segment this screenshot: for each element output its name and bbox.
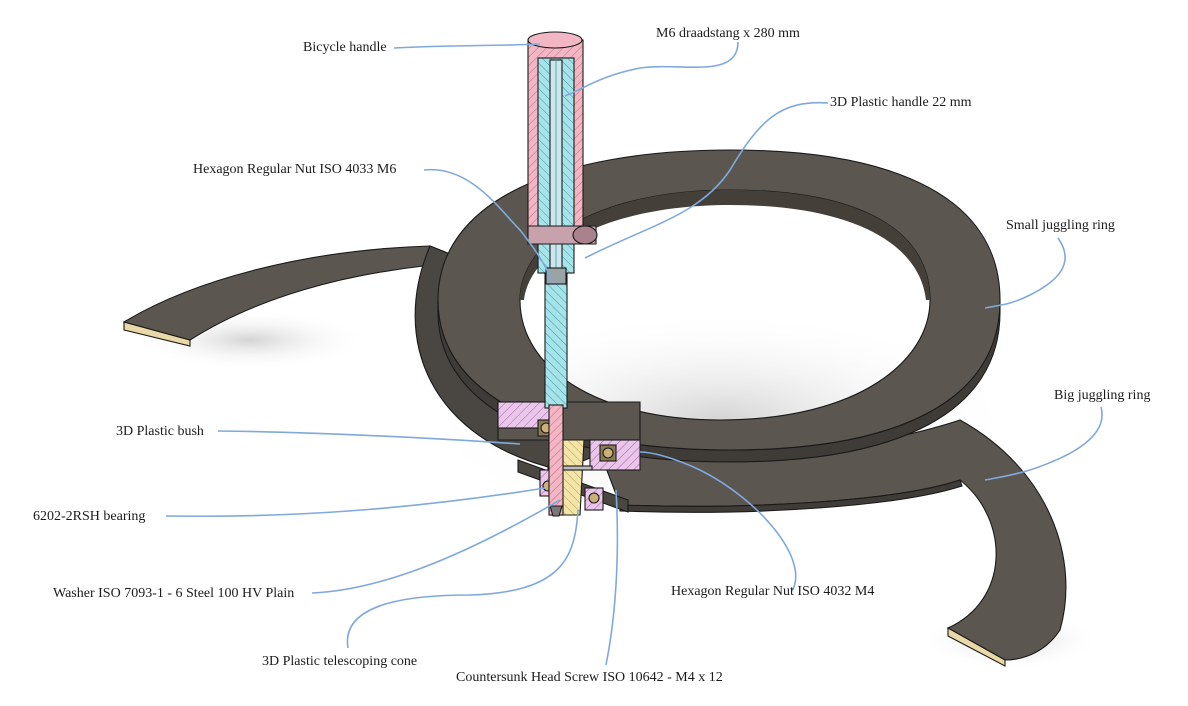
leader-plastic-handle [584, 101, 829, 259]
leader-lines [165, 41, 1103, 666]
leader-plastic-bush [217, 430, 521, 445]
leader-big-ring [984, 406, 1103, 481]
leader-hex-nut-m4 [639, 451, 797, 592]
leader-bicycle-handle [393, 43, 541, 49]
label-countersunk-screw: Countersunk Head Screw ISO 10642 - M4 x … [456, 670, 723, 685]
label-m6-rod: M6 draadstang x 280 mm [656, 26, 800, 41]
leader-hex-nut-m6 [423, 168, 553, 283]
label-bearing: 6202-2RSH bearing [33, 509, 146, 524]
label-telescoping-cone: 3D Plastic telescoping cone [262, 654, 418, 669]
central-shaft [527, 31, 598, 517]
leader-small-ring [984, 237, 1066, 309]
label-washer: Washer ISO 7093-1 - 6 Steel 100 HV Plain [53, 586, 295, 601]
leader-countersunk-screw [605, 489, 619, 666]
leader-telescoping-cone [346, 509, 579, 649]
hub-assembly [497, 401, 641, 516]
label-bicycle-handle: Bicycle handle [303, 40, 387, 55]
leader-washer [311, 499, 561, 594]
label-hex-nut-m6: Hexagon Regular Nut ISO 4033 M6 [193, 162, 397, 177]
label-small-ring: Small juggling ring [1006, 218, 1115, 233]
label-big-ring: Big juggling ring [1054, 388, 1151, 403]
label-hex-nut-m4: Hexagon Regular Nut ISO 4032 M4 [671, 584, 875, 599]
leader-bearing [165, 487, 546, 518]
label-plastic-bush: 3D Plastic bush [116, 424, 204, 439]
leader-m6-rod [564, 41, 739, 97]
label-plastic-handle: 3D Plastic handle 22 mm [830, 95, 972, 110]
